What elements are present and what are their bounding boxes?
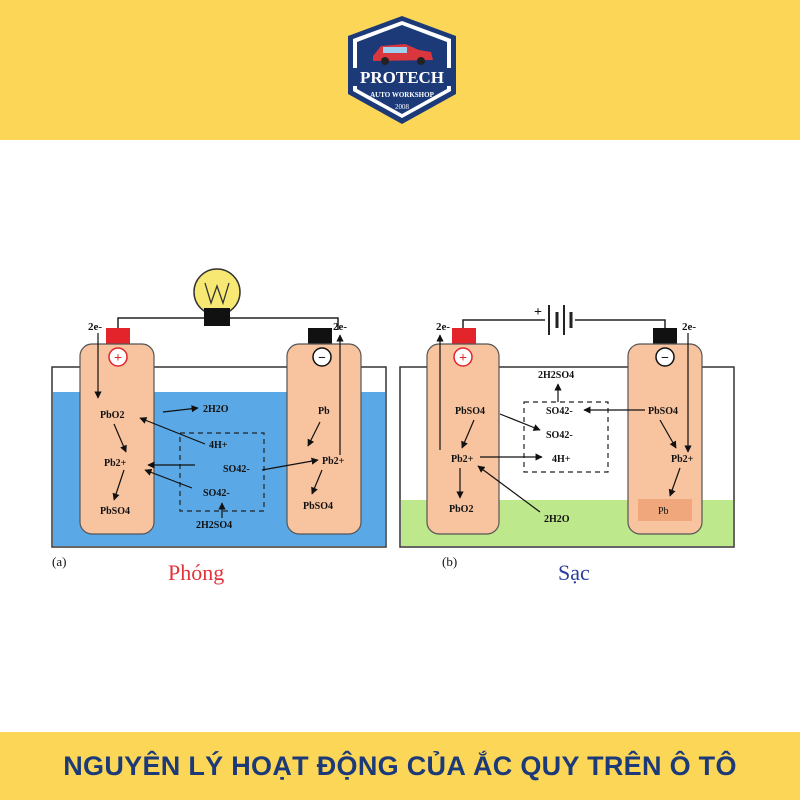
label-pbso4-left-a: PbSO4 xyxy=(100,506,130,517)
lightbulb-icon xyxy=(193,268,241,326)
protech-logo: PROTECH AUTO WORKSHOP 2008 xyxy=(348,16,456,124)
label-pbso4-right-a: PbSO4 xyxy=(303,501,333,512)
plus-sign-a: + xyxy=(114,351,122,366)
footer-title: NGUYÊN LÝ HOẠT ĐỘNG CỦA ẮC QUY TRÊN Ô TÔ xyxy=(63,750,737,781)
panel-discharge: + − 2e- 2e- PbO2 Pb2+ PbSO4 Pb Pb2+ PbSO… xyxy=(51,268,387,585)
header-band: PROTECH AUTO WORKSHOP 2008 xyxy=(0,0,800,140)
label-pbso4-right-b: PbSO4 xyxy=(648,406,678,417)
dc-source-icon xyxy=(548,305,573,335)
ion-box-b xyxy=(523,401,609,473)
label-h2o-a: 2H2O xyxy=(203,404,229,415)
negative-plate-a xyxy=(286,343,362,535)
logo-tagline: AUTO WORKSHOP xyxy=(370,91,434,99)
minus-sign-icon xyxy=(655,347,675,367)
label-so4-b2: SO42- xyxy=(546,430,573,441)
source-plus-b: + xyxy=(534,305,542,320)
label-pbo2-a: PbO2 xyxy=(100,410,124,421)
positive-terminal-a xyxy=(106,328,130,344)
minus-sign-a: − xyxy=(318,351,326,366)
plus-sign-icon xyxy=(108,347,128,367)
label-pbso4-left-b: PbSO4 xyxy=(455,406,485,417)
logo-year: 2008 xyxy=(395,103,410,111)
label-pb2-left-a: Pb2+ xyxy=(104,458,127,469)
electron-label-right-a: 2e- xyxy=(333,321,347,333)
panel-charge: + + − 2e- 2e- PbSO4 Pb2+ PbO2 PbSO4 Pb2+… xyxy=(399,305,735,585)
label-pb2-left-b: Pb2+ xyxy=(451,454,474,465)
logo-brand: PROTECH xyxy=(360,68,444,87)
plus-sign-icon xyxy=(453,347,473,367)
minus-sign-icon xyxy=(312,347,332,367)
battery-diagram: + − 2e- 2e- PbO2 Pb2+ PbSO4 Pb Pb2+ PbSO… xyxy=(51,268,735,585)
minus-sign-b: − xyxy=(661,351,669,366)
positive-terminal-b xyxy=(452,328,476,344)
panel-letter-b: (b) xyxy=(442,554,457,569)
label-so4-a1: SO42- xyxy=(223,464,250,475)
label-pbo2-b: PbO2 xyxy=(449,504,473,515)
label-h2so4-b: 2H2SO4 xyxy=(538,370,574,381)
label-so4-b1: SO42- xyxy=(546,406,573,417)
car-icon xyxy=(373,44,433,65)
caption-discharge: Phóng xyxy=(168,560,224,585)
label-pb-a: Pb xyxy=(318,406,330,417)
electron-label-left-b: 2e- xyxy=(436,321,450,333)
electron-label-right-b: 2e- xyxy=(682,321,696,333)
negative-terminal-b xyxy=(653,328,677,344)
electron-label-left-a: 2e- xyxy=(88,321,102,333)
label-so4-a2: SO42- xyxy=(203,488,230,499)
footer-band: NGUYÊN LÝ HOẠT ĐỘNG CỦA ẮC QUY TRÊN Ô TÔ xyxy=(0,732,800,800)
label-pb2-right-a: Pb2+ xyxy=(322,456,345,467)
label-pb-b: Pb xyxy=(658,506,669,517)
label-h2so4-a: 2H2SO4 xyxy=(196,520,232,531)
label-4h-a: 4H+ xyxy=(209,440,228,451)
label-4h-b: 4H+ xyxy=(552,454,571,465)
negative-plate-b xyxy=(627,343,703,535)
caption-charge: Sạc xyxy=(558,560,590,585)
label-pb2-right-b: Pb2+ xyxy=(671,454,694,465)
label-h2o-b: 2H2O xyxy=(544,514,570,525)
plus-sign-b: + xyxy=(459,351,467,366)
pb-deposit-b xyxy=(638,499,692,521)
panel-letter-a: (a) xyxy=(52,554,66,569)
negative-terminal-a xyxy=(308,328,332,344)
positive-plate-b xyxy=(426,343,500,535)
